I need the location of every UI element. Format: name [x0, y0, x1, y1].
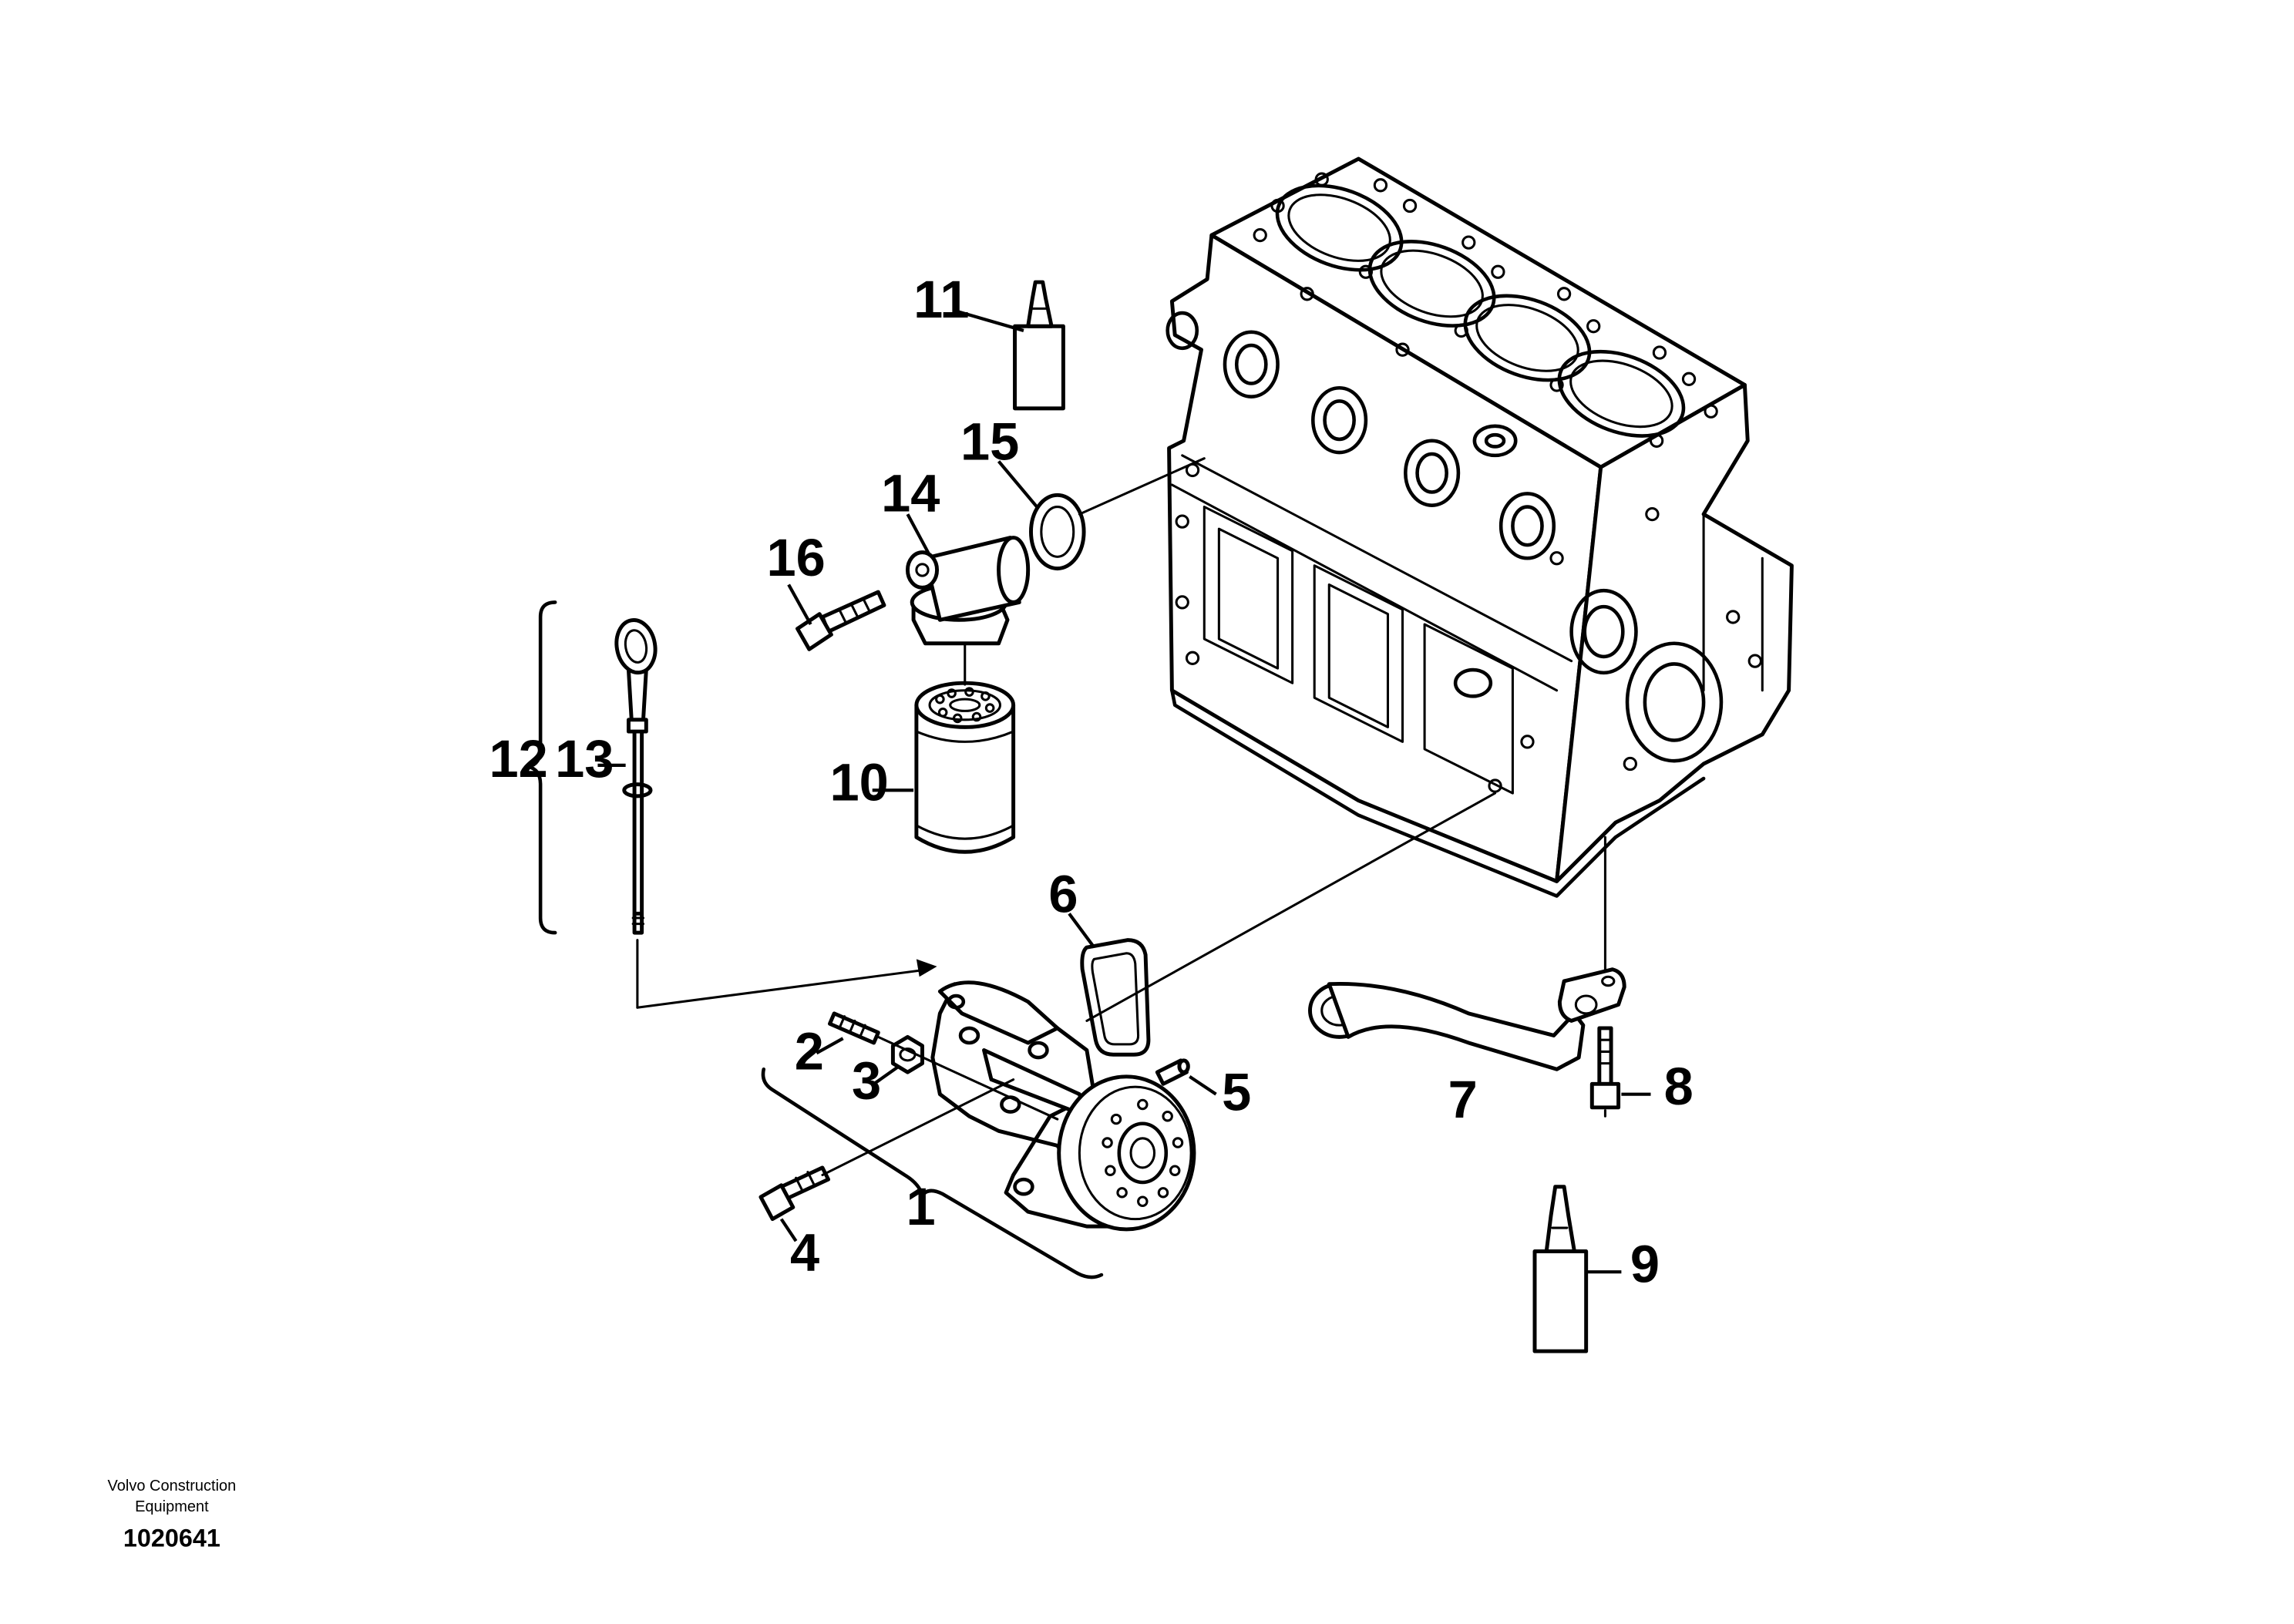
filter-head-14 [905, 536, 1031, 646]
sealant-tube-9 [1532, 1185, 1589, 1353]
callout-7: 7 [1448, 1070, 1478, 1129]
pin-5 [1155, 1058, 1190, 1086]
bolt-8 [1589, 1026, 1621, 1110]
callout-8: 8 [1664, 1057, 1694, 1116]
callout-3: 3 [852, 1051, 881, 1110]
bolt-16 [796, 590, 886, 651]
callout-15: 15 [960, 412, 1019, 472]
oil-pump-1 [930, 980, 1196, 1232]
brand-line-1: Volvo Construction [108, 1478, 237, 1495]
footer: Volvo Construction Equipment 1020641 [108, 1478, 237, 1552]
engine-block [1166, 156, 1794, 898]
brand-line-2: Equipment [135, 1498, 209, 1515]
leader-lines [597, 310, 1651, 1274]
callout-10: 10 [829, 753, 888, 812]
callout-13: 13 [555, 729, 614, 788]
callout-1: 1 [906, 1177, 936, 1236]
bracket-12 [526, 600, 557, 935]
bracket-1 [761, 1067, 1104, 1279]
callout-2: 2 [795, 1021, 824, 1081]
oil-filter-10 [914, 681, 1016, 854]
suction-pipe-7 [1308, 967, 1626, 1071]
stud-2 [827, 1011, 880, 1045]
sealant-tube-11 [1013, 280, 1065, 411]
callout-9: 9 [1630, 1235, 1660, 1294]
document-number: 1020641 [123, 1524, 220, 1552]
dipstick-13 [614, 618, 658, 935]
callout-6: 6 [1048, 864, 1078, 923]
callout-12: 12 [489, 729, 547, 788]
gasket-6 [1080, 938, 1151, 1057]
o-ring-15 [1029, 493, 1086, 571]
assembly-lines [636, 457, 1606, 1176]
callout-4: 4 [790, 1222, 819, 1282]
callout-11: 11 [913, 270, 970, 329]
callouts: 11 15 14 16 12 13 10 6 2 3 5 7 8 1 4 9 [489, 270, 1693, 1294]
callout-5: 5 [1222, 1063, 1251, 1122]
callout-16: 16 [767, 528, 826, 587]
callout-14: 14 [881, 463, 940, 523]
bolt-4 [758, 1165, 831, 1222]
